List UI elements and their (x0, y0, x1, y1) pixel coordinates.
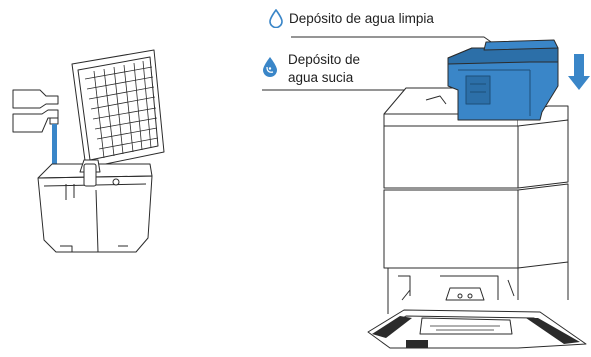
dirty-water-drop-icon (261, 56, 279, 78)
clean-tank-leader-line (291, 37, 494, 44)
faucet-icon (13, 90, 58, 132)
base-station-illustration (368, 88, 586, 348)
water-drop-outline-icon (268, 9, 284, 28)
arrow-down-icon (568, 54, 590, 90)
dirty-tank-label-line-2: agua sucia (288, 70, 353, 86)
dirty-water-tank-illustration (448, 40, 558, 120)
clean-tank-label: Depósito de agua limpia (289, 11, 434, 27)
dirty-tank-label-line-1: Depósito de (288, 52, 360, 68)
